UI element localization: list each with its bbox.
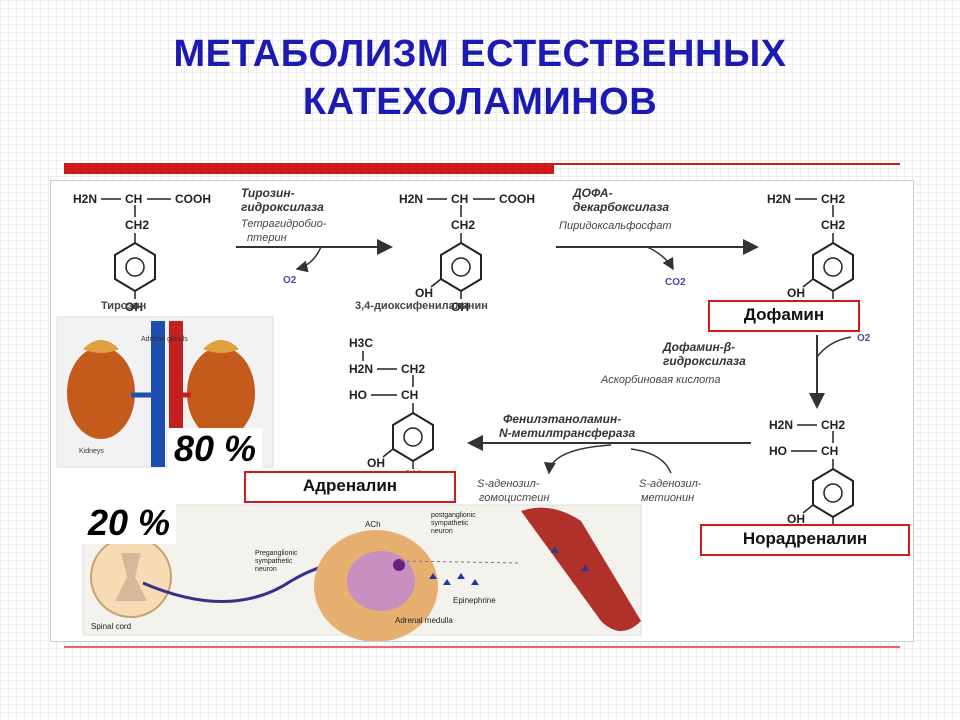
na-oh-1: OH (787, 512, 805, 526)
bottom-rule (64, 646, 900, 648)
dopa-ch2: CH2 (451, 218, 475, 232)
step3-o2: O2 (857, 333, 871, 344)
da-ch2-2: CH2 (821, 218, 845, 232)
step4-enzyme-line2: N-метилтрансфераза (499, 426, 636, 440)
label-preganglionic-line1: Preganglionic (255, 550, 298, 557)
ad-ho: HO (349, 388, 367, 402)
step4-product-line1: S-аденозил- (477, 478, 540, 490)
dopamine-label: Дофамин (743, 305, 825, 324)
title-underline-thick (64, 163, 554, 174)
dopa-ch: CH (451, 192, 468, 206)
noradrenaline-label-box: Норадреналин (700, 524, 910, 556)
step4-donor-line1: S-аденозил- (639, 478, 702, 490)
step1: Тирозин- гидроксилаза Тетрагидробио- пте… (236, 186, 393, 286)
step1-enzyme-line1: Тирозин- (241, 186, 295, 200)
ad-ch: CH (401, 388, 418, 402)
label-dopa: 3,4-диоксифенилаланин (355, 300, 488, 312)
adrenaline-structure: H3C H2N CH2 HO CH OH OH (349, 336, 434, 482)
noradrenaline-structure: H2N CH2 HO CH OH OH (769, 418, 854, 540)
step2-co2: CO2 (665, 277, 686, 288)
step3-enzyme-line1: Дофамин-β- (662, 340, 735, 354)
step1-cofactor-line1: Тетрагидробио- (241, 218, 327, 230)
pathway-diagram: H2N CH COOH CH2 OH Тирозин Тирозин- гидр… (56, 186, 871, 642)
step3-cofactor: Аскорбиновая кислота (600, 374, 720, 386)
dopa-oh-2: OH (451, 300, 469, 314)
label-preganglionic-line3: neuron (255, 566, 277, 573)
step4-enzyme-line1: Фенилэтаноламин- (503, 412, 621, 426)
label-tyrosine: Тирозин (101, 300, 146, 312)
dopamine-structure: H2N CH2 CH2 OH OH (767, 192, 854, 314)
label-adrenal-medulla: Adrenal medulla (395, 616, 453, 625)
step3: Дофамин-β- гидроксилаза Аскорбиновая кис… (600, 333, 871, 409)
ad-oh-1: OH (367, 456, 385, 470)
label-postganglionic-line2: sympathetic (431, 520, 469, 527)
dopa-oh-1: OH (415, 286, 433, 300)
title-underline-thin (554, 163, 900, 165)
label-kidneys: Kidneys (79, 448, 104, 455)
step1-cofactor-line2: птерин (247, 232, 287, 244)
ad-ch2: CH2 (401, 362, 425, 376)
tyr-cooh: COOH (175, 192, 211, 206)
label-ach: ACh (365, 520, 381, 529)
tyr-ch2: CH2 (125, 218, 149, 232)
adrenaline-label-box: Адреналин (244, 471, 456, 503)
tyr-h2n: H2N (73, 192, 97, 206)
step1-o2: O2 (283, 275, 297, 286)
tyrosine-structure: H2N CH COOH CH2 OH Тирозин (73, 192, 211, 314)
title-line-1: МЕТАБОЛИЗМ ЕСТЕСТВЕННЫХ (173, 33, 787, 75)
percentage-20: 20 % (82, 502, 177, 544)
na-ho: HO (769, 444, 787, 458)
step1-enzyme-line2: гидроксилаза (241, 200, 324, 214)
ad-h3c: H3C (349, 336, 373, 350)
noradrenaline-label: Норадреналин (742, 529, 868, 548)
label-epinephrine: Epinephrine (453, 596, 496, 605)
da-h2n: H2N (767, 192, 791, 206)
title-line-2: КАТЕХОЛАМИНОВ (302, 81, 658, 123)
step4-product-line2: гомоцистеин (479, 492, 549, 504)
slide-title: МЕТАБОЛИЗМ ЕСТЕСТВЕННЫХ КАТЕХОЛАМИНОВ (0, 30, 960, 126)
dopamine-label-box: Дофамин (708, 300, 860, 332)
step4-donor-line2: метионин (641, 492, 694, 504)
label-postganglionic-line3: neuron (431, 528, 453, 535)
step2: ДОФА- декарбоксилаза Пиридоксальфосфат C… (556, 186, 759, 288)
step3-enzyme-line2: гидроксилаза (663, 354, 746, 368)
na-h2n: H2N (769, 418, 793, 432)
step2-enzyme-line2: декарбоксилаза (573, 200, 669, 214)
ad-h2n: H2N (349, 362, 373, 376)
da-ch2-1: CH2 (821, 192, 845, 206)
na-ch: CH (821, 444, 838, 458)
label-spinal-cord: Spinal cord (91, 622, 131, 631)
step2-enzyme-line1: ДОФА- (572, 186, 613, 200)
da-oh-1: OH (787, 286, 805, 300)
tyr-oh: OH (125, 300, 143, 314)
label-postganglionic-line1: postganglionic (431, 512, 476, 519)
adrenaline-label: Адреналин (302, 476, 398, 495)
dopa-h2n: H2N (399, 192, 423, 206)
label-preganglionic-line2: sympathetic (255, 558, 293, 565)
dopa-cooh: COOH (499, 192, 535, 206)
na-ch2: CH2 (821, 418, 845, 432)
dopa-structure: H2N CH COOH CH2 OH OH 3,4-диоксифенилала… (355, 192, 535, 314)
step4: Фенилэтаноламин- N-метилтрансфераза S-ад… (467, 412, 751, 504)
step2-cofactor: Пиридоксальфосфат (559, 220, 671, 232)
percentage-80: 80 % (168, 428, 263, 470)
label-adrenal-glands: Adrenal glands (141, 336, 188, 343)
tyr-ch: CH (125, 192, 142, 206)
pathway-figure: H2N CH COOH CH2 OH Тирозин Тирозин- гидр… (50, 180, 914, 642)
